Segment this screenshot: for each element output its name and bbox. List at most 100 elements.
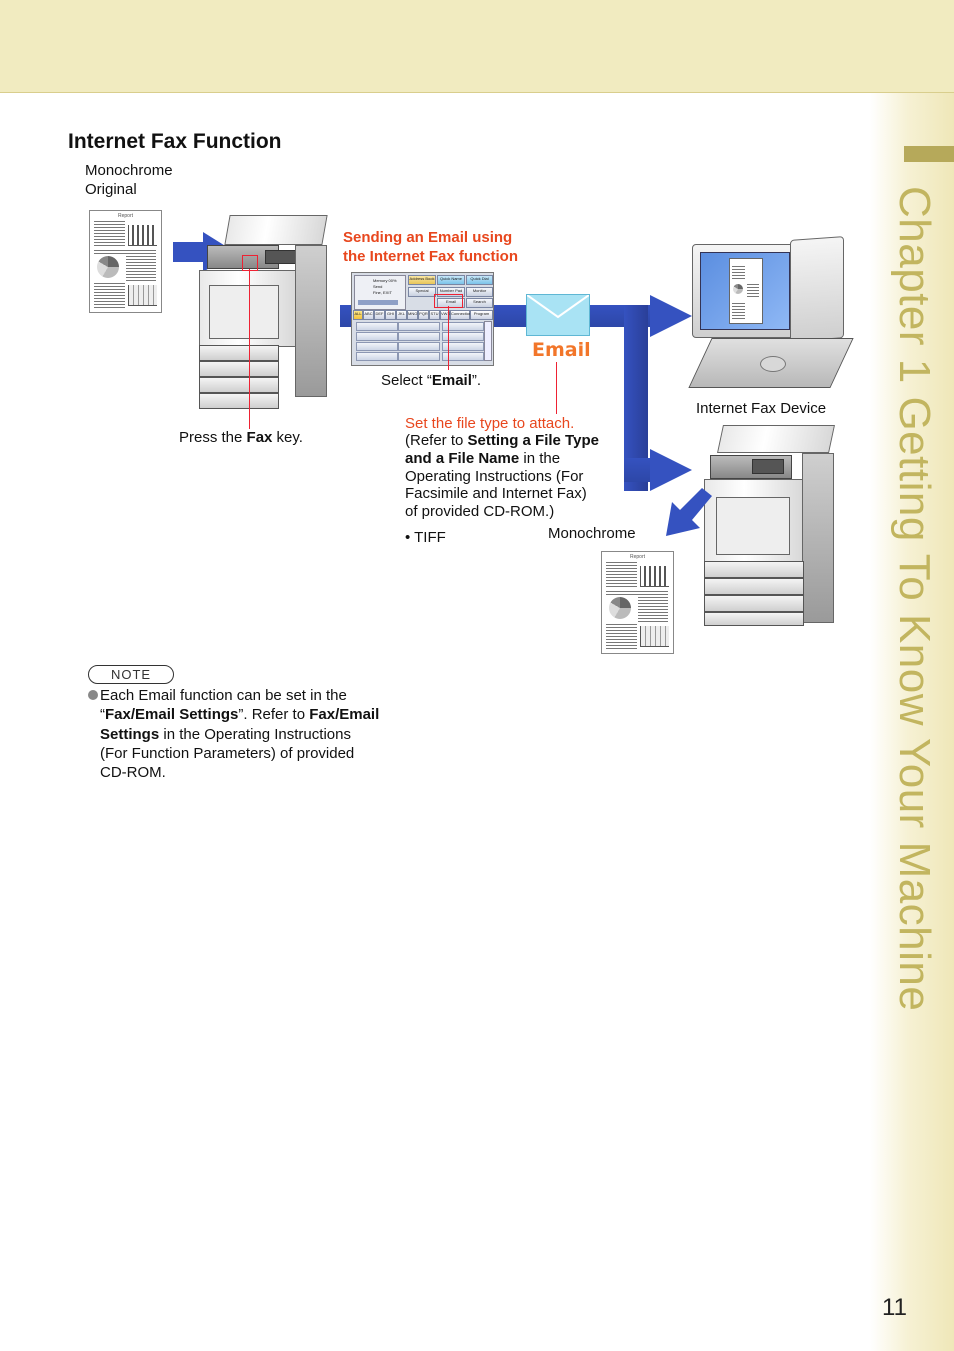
ui-tab[interactable]: GHI (385, 310, 396, 320)
arrow-to-laptop-icon (650, 295, 692, 337)
text-block (747, 284, 759, 298)
select-prefix: Select “ (381, 372, 432, 389)
ui-quick-name-button[interactable]: Quick Name (437, 275, 465, 285)
status-area: Memory 00% Send Fine, EXIT (354, 275, 406, 310)
touch-panel-screenshot: Memory 00% Send Fine, EXIT Address Book … (351, 272, 494, 366)
line-chart-thumbnail (640, 626, 669, 647)
ui-search-button[interactable]: Search (466, 298, 493, 308)
ui-number-pad-button[interactable]: Number Pad (437, 287, 465, 297)
header-divider (0, 92, 954, 93)
ui-tab[interactable]: Connection (450, 310, 471, 320)
chapter-title-container: Chapter 1 Getting To Know Your Machine (873, 186, 953, 1011)
chapter-title: Chapter 1 Getting To Know Your Machine (890, 186, 939, 1012)
output-document-image: Report (601, 551, 674, 654)
panel-screen (265, 250, 297, 264)
ui-list-row[interactable] (398, 322, 440, 331)
ui-list-row[interactable] (398, 332, 440, 341)
machine-side (295, 245, 327, 397)
original-label-line2: Original (85, 181, 137, 198)
ui-tab[interactable]: MNO (407, 310, 418, 320)
ui-tab[interactable]: VWX (440, 310, 450, 320)
ui-list-row[interactable] (356, 332, 398, 341)
pie-chart-thumbnail (97, 256, 119, 278)
text-block (94, 221, 125, 248)
section-title: Internet Fax Function (68, 130, 282, 153)
note-refer-to: ”. Refer to (238, 706, 310, 723)
text-block (638, 597, 668, 622)
note-ref-bold-2: Settings (100, 726, 160, 743)
ui-tab[interactable]: JKL (396, 310, 407, 320)
ui-list-row[interactable] (442, 322, 484, 331)
flow-bar-bottom (624, 458, 650, 482)
refer-line-4: Facsimile and Internet Fax) (405, 485, 587, 502)
note-settings-bold: Fax/Email Settings (105, 706, 239, 723)
ui-tab[interactable]: DEF (374, 310, 385, 320)
laptop-lid-side (790, 236, 844, 342)
note-line-3: Settings in the Operating Instructions (100, 726, 351, 744)
ui-tab[interactable]: ABC (363, 310, 374, 320)
press-fax-key-bold: Fax (246, 429, 273, 446)
refer-bold-2: and a File Name (405, 450, 520, 467)
email-label: Email (532, 339, 591, 361)
input-arrow-icon (173, 232, 235, 272)
ui-list-row[interactable] (398, 352, 440, 361)
pie-chart-thumbnail (609, 597, 631, 619)
chapter-tab-marker (904, 146, 954, 162)
progress-bar (358, 300, 398, 305)
screen-document (729, 258, 763, 324)
ui-list-row[interactable] (442, 352, 484, 361)
machine-side (802, 453, 834, 623)
paper-tray-3 (199, 377, 279, 393)
ui-list-row[interactable] (442, 342, 484, 351)
ui-list-row[interactable] (356, 322, 398, 331)
text-block (606, 624, 637, 649)
status-line: Send (373, 284, 383, 289)
ui-tab[interactable]: PQR (418, 310, 429, 320)
bar-chart-thumbnail (128, 225, 157, 246)
chapter-side-band (870, 93, 954, 1351)
paper-tray-1 (704, 561, 804, 578)
select-email-bold: Email (431, 372, 472, 389)
text-block (732, 303, 745, 319)
refer-line-3: Operating Instructions (For (405, 468, 584, 485)
ui-scrollbar[interactable] (484, 321, 492, 361)
text-block (94, 250, 156, 254)
ui-list-row[interactable] (398, 342, 440, 351)
select-suffix: ”. (471, 372, 482, 389)
ui-tab[interactable]: ALL (353, 310, 363, 320)
text-block (94, 283, 125, 308)
ui-list-row[interactable] (356, 342, 398, 351)
refer-line-5: of provided CD-ROM.) (405, 503, 555, 520)
status-line: Fine, EXIT (373, 290, 392, 295)
bar-chart-thumbnail (640, 566, 669, 587)
ui-tab[interactable]: STU (429, 310, 440, 320)
front-door (716, 497, 790, 555)
note-line-2: “Fax/Email Settings”. Refer to Fax/Email (100, 706, 379, 724)
original-document-image: Report (89, 210, 162, 313)
ui-special-button[interactable]: Special (408, 287, 436, 297)
ui-tab[interactable]: Program (470, 310, 493, 320)
ui-list-row[interactable] (442, 332, 484, 341)
header-band (0, 0, 954, 92)
panel-screen (752, 459, 784, 474)
arrow-to-fax-device-icon (650, 449, 692, 491)
press-suffix: key. (272, 429, 303, 446)
note-line-1: Each Email function can be set in the (100, 687, 347, 704)
ui-quick-dial-button[interactable]: Quick Dial (466, 275, 493, 285)
text-block (606, 562, 637, 589)
note-line3-suffix: in the Operating Instructions (159, 726, 351, 743)
envelope-icon (526, 294, 590, 336)
paper-tray-4 (704, 612, 804, 626)
scanner-lid (224, 215, 328, 245)
ui-address-book-button[interactable]: Address Book (408, 275, 436, 285)
internet-fax-device-illustration (702, 423, 837, 631)
original-label-line1: Monochrome (85, 162, 173, 179)
note-ref-bold: Fax/Email (309, 706, 380, 723)
scanner-lid (717, 425, 835, 453)
tiff-bullet: • TIFF (405, 529, 446, 546)
report-title: Report (117, 213, 133, 219)
laptop-illustration (688, 236, 854, 398)
ui-monitor-button[interactable]: Monitor (466, 287, 493, 297)
ui-list-row[interactable] (356, 352, 398, 361)
press-fax-caption: Press the Fax key. (179, 429, 303, 447)
